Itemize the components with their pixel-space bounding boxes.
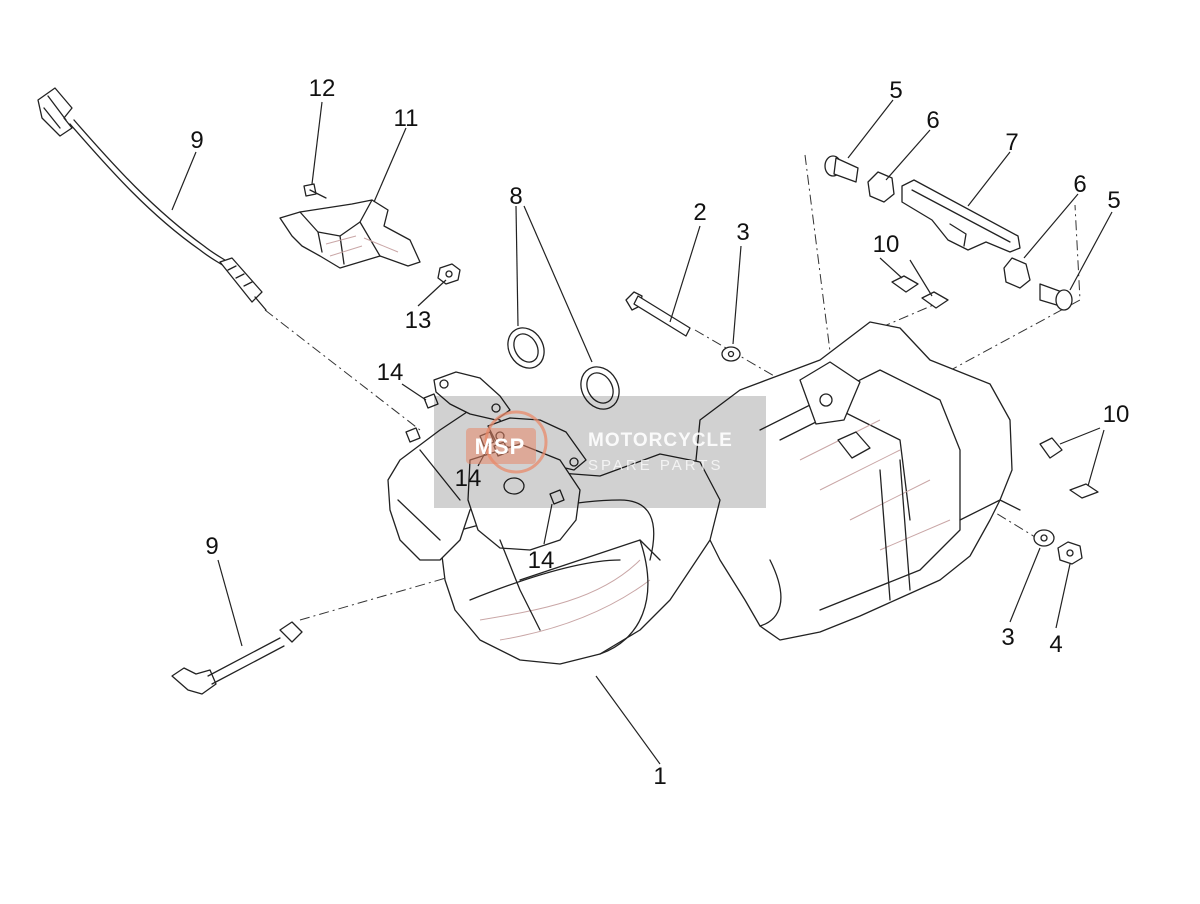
nut-13 [437, 263, 461, 285]
callout-14-middle: 14 [455, 465, 482, 492]
callout-3-lower: 3 [1001, 624, 1014, 651]
callout-3-upper: 3 [736, 219, 749, 246]
callout-5-right: 5 [1107, 187, 1120, 214]
callout-14-bottom: 14 [528, 547, 555, 574]
watermark-title: MOTORCYCLE [588, 430, 733, 451]
lambda-sensor-upper [37, 87, 267, 311]
exhaust-gaskets [507, 327, 620, 410]
leader-lines [171, 99, 1113, 765]
callout-6-right: 6 [1073, 171, 1086, 198]
callout-7: 7 [1005, 129, 1018, 156]
watermark: MSP MOTORCYCLE SPARE PARTS [434, 396, 766, 508]
callout-13: 13 [405, 307, 432, 334]
callout-4: 4 [1049, 631, 1062, 658]
callout-9-lower: 9 [205, 533, 218, 560]
callout-9-upper: 9 [190, 127, 203, 154]
bolt-2 [625, 291, 691, 337]
callout-10-lower: 10 [1103, 401, 1130, 428]
muffler-bracket-kit [824, 155, 1073, 311]
callout-10-upper: 10 [873, 231, 900, 258]
callout-6-left: 6 [926, 107, 939, 134]
watermark-subtitle: SPARE PARTS [588, 457, 724, 474]
callout-11: 11 [394, 105, 419, 132]
washer-nut-lower [1033, 529, 1083, 565]
heat-shield-bracket [279, 199, 421, 269]
watermark-logo-text: MSP [475, 434, 526, 459]
exhaust-system-assembly [387, 321, 1021, 665]
callout-1: 1 [653, 763, 666, 790]
washer-3-upper [721, 346, 741, 362]
callout-8: 8 [509, 183, 522, 210]
bolt-12 [303, 183, 327, 199]
callout-14-top: 14 [377, 359, 404, 386]
rubber-clips [891, 275, 1099, 499]
callout-labels: 1 2 3 3 4 5 5 6 6 7 8 9 9 10 10 11 12 13… [190, 75, 1129, 790]
callout-5-left: 5 [889, 77, 902, 104]
watermark-logo-box [466, 428, 536, 464]
callout-2: 2 [693, 199, 706, 226]
lambda-sensor-lower [171, 621, 303, 695]
callout-12: 12 [309, 75, 336, 102]
